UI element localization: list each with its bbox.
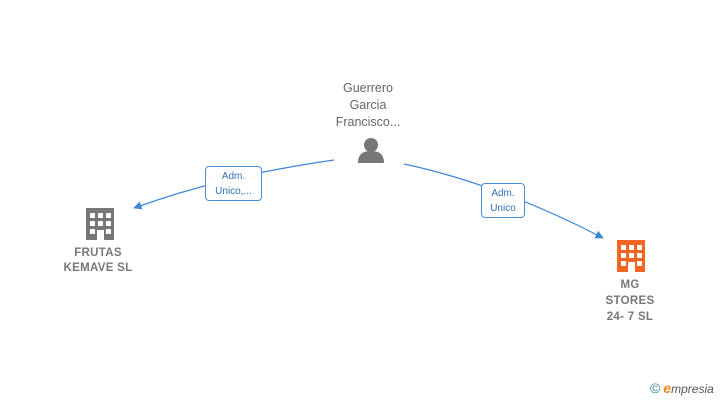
person-name-line: Francisco... (335, 115, 401, 129)
company-name-line: FRUTAS (74, 247, 122, 259)
person-icon[interactable] (358, 138, 384, 163)
relation-label-mg[interactable]: Adm. Unico (481, 183, 525, 218)
company-name-line: STORES (605, 295, 655, 307)
relation-label-line: Adm. (221, 171, 246, 182)
brand-name: mpresia (671, 382, 714, 396)
relation-label-frutas[interactable]: Adm. Unico,... (205, 166, 262, 201)
company-name-line: KEMAVE SL (63, 262, 133, 274)
relation-label-line: Unico (490, 203, 516, 214)
copyright-symbol: © (650, 380, 661, 396)
person-name-line: Guerrero (342, 81, 394, 95)
company-name-mg[interactable]: MG STORES 24- 7 SL (580, 277, 680, 325)
brand-initial: e (663, 380, 672, 396)
building-icon[interactable] (86, 208, 114, 240)
person-name[interactable]: Guerrero Garcia Francisco... (318, 80, 418, 131)
relation-label-line: Adm. (491, 188, 515, 199)
company-name-line: 24- 7 SL (606, 311, 654, 323)
company-name-line: MG (620, 279, 640, 291)
building-icon[interactable] (617, 240, 645, 272)
person-name-line: Garcia (349, 98, 387, 112)
relation-label-line: Unico,... (215, 186, 252, 197)
company-name-frutas[interactable]: FRUTAS KEMAVE SL (48, 246, 148, 276)
brand-logo: ©empresia (650, 380, 714, 396)
